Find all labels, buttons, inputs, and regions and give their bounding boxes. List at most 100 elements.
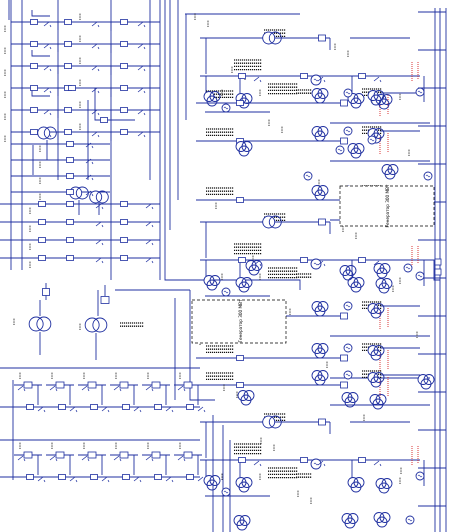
equipment-layer (17, 19, 442, 531)
breaker-symbol (26, 404, 34, 410)
wire (87, 388, 90, 392)
breaker-symbol (55, 451, 65, 459)
generator-symbol (343, 88, 353, 98)
three-winding-transformer-symbol (373, 263, 391, 279)
wire (97, 90, 100, 94)
breaker-symbol (236, 100, 244, 106)
generator-block-a: Генератор 300 МВт (339, 184, 435, 227)
wire (151, 242, 154, 246)
generator-symbol (310, 458, 322, 470)
three-winding-transformer-symbol (341, 392, 359, 408)
wire (49, 455, 56, 461)
wire (133, 476, 140, 482)
breaker-symbol (120, 41, 128, 47)
wire (97, 134, 100, 138)
breaker-symbol (38, 219, 46, 225)
wire (133, 406, 140, 412)
breaker-symbol (90, 474, 98, 480)
breaker-symbol (238, 457, 246, 463)
wire (139, 479, 142, 483)
wire (75, 479, 78, 483)
breaker-symbol (120, 201, 128, 207)
wire (69, 476, 76, 482)
breaker-symbol (186, 404, 194, 410)
wire (31, 90, 50, 97)
generator-symbol (423, 171, 433, 181)
breaker-symbol (100, 296, 110, 304)
wire (420, 259, 440, 281)
transformer-symbol (37, 126, 57, 140)
wire (91, 161, 94, 165)
wire (151, 206, 154, 210)
breaker-symbol (236, 197, 244, 203)
breaker-symbol (119, 451, 129, 459)
breaker-symbol (340, 137, 348, 145)
three-winding-transformer-symbol (375, 278, 393, 294)
breaker-symbol (64, 63, 72, 69)
generator-block-b-label: Генератор 300 МВт (238, 299, 243, 342)
wire (107, 479, 110, 483)
breaker-symbol (38, 201, 46, 207)
wire (165, 476, 172, 482)
breaker-symbol (58, 474, 66, 480)
wire (97, 68, 100, 72)
breaker-symbol (120, 19, 128, 25)
generator-symbol (335, 145, 345, 155)
three-winding-transformer-symbol (311, 126, 329, 142)
wire (145, 455, 152, 461)
three-winding-transformer-symbol (235, 277, 253, 293)
wire (91, 21, 98, 27)
three-winding-transformer-symbol (203, 275, 221, 291)
breaker-symbol (318, 418, 326, 426)
wire (91, 145, 94, 149)
three-winding-transformer-symbol (373, 512, 391, 528)
breaker-symbol (358, 257, 366, 263)
breaker-symbol (100, 117, 108, 123)
wire (31, 10, 50, 17)
breaker-symbol (340, 312, 348, 320)
breaker-symbol (238, 257, 246, 263)
generator-symbol (343, 343, 353, 353)
breaker-symbol (30, 85, 38, 91)
wire (58, 87, 135, 121)
breaker-symbol (38, 255, 46, 261)
three-winding-transformer-symbol (311, 343, 329, 359)
wire (253, 76, 260, 82)
breaker-symbol (340, 381, 348, 389)
three-winding-transformer-symbol (311, 88, 329, 104)
wire (379, 463, 382, 467)
wire (107, 409, 110, 413)
breaker-symbol (120, 129, 128, 135)
wire (75, 409, 78, 413)
wire (317, 76, 324, 82)
wire (177, 385, 184, 391)
three-winding-transformer-symbol (367, 345, 385, 361)
wire (91, 87, 98, 93)
breaker-symbol (358, 457, 366, 463)
wire (171, 479, 174, 483)
breaker-symbol (30, 107, 38, 113)
transformer-symbol (262, 215, 282, 229)
breaker-symbol (87, 381, 97, 389)
transformer-symbol (84, 317, 108, 333)
wire (23, 458, 26, 462)
three-winding-transformer-symbol (417, 374, 435, 390)
wire (101, 476, 108, 482)
wire (373, 460, 380, 466)
wire (101, 224, 104, 228)
wire (177, 455, 184, 461)
wire (145, 221, 152, 227)
wire (43, 409, 46, 413)
breaker-symbol (66, 189, 74, 195)
three-winding-transformer-symbol (347, 477, 365, 493)
breaker-symbol (183, 381, 193, 389)
wire (49, 385, 56, 391)
wire (101, 206, 104, 210)
breaker-symbol (90, 404, 98, 410)
wire (81, 385, 88, 391)
generator-symbol (367, 135, 377, 145)
generator-block-a-label: Генератор 300 МВт (385, 184, 390, 227)
wire (145, 385, 152, 391)
breaker-symbol (340, 99, 348, 107)
